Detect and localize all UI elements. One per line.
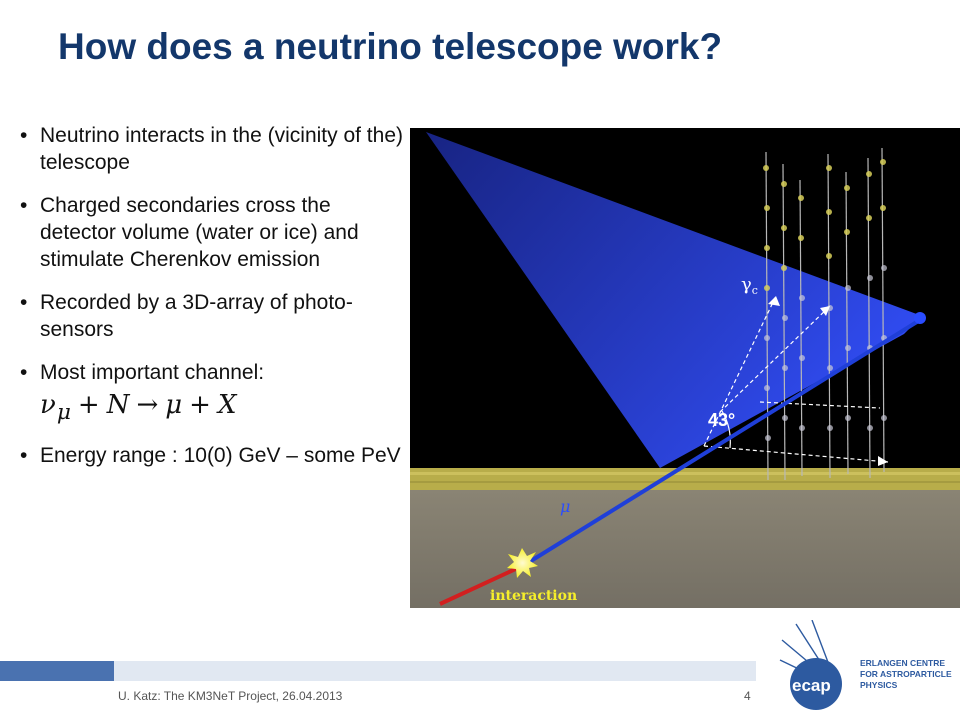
interaction-label: interaction [490, 588, 577, 604]
bullet-item: Recorded by a 3D-array of photo-sensors [20, 289, 405, 343]
formula-plus: + [189, 390, 212, 420]
optical-module [798, 235, 804, 241]
logo-line: PHYSICS [860, 680, 898, 690]
footer-bar [114, 661, 756, 681]
optical-module [827, 425, 833, 431]
optical-module [866, 171, 872, 177]
arrowhead-icon [878, 456, 888, 466]
optical-module [798, 195, 804, 201]
bullet-item-label: Most important channel: [40, 361, 265, 384]
optical-module [782, 315, 788, 321]
detector-string [827, 153, 831, 479]
muon-track [524, 318, 922, 566]
optical-module [763, 165, 769, 171]
angle-construction [703, 295, 889, 463]
muon-track-end [914, 312, 926, 324]
optical-module [845, 285, 851, 291]
logo-line: ERLANGEN CENTRE [860, 658, 945, 668]
gamma-subscript: c [752, 284, 758, 297]
angle-label: 43° [708, 410, 735, 430]
arrowhead-icon [820, 306, 830, 316]
optical-module [782, 415, 788, 421]
logo-globe [790, 658, 842, 710]
sediment-texture [410, 472, 960, 475]
ecap-logo: ecap ERLANGEN CENTRE FOR ASTROPARTICLE P… [776, 619, 956, 714]
cherenkov-cone [426, 132, 922, 468]
cherenkov-photon-label: γc [741, 274, 758, 297]
optical-module [764, 385, 770, 391]
sediment-layer [410, 468, 960, 490]
slide-title: How does a neutrino telescope work? [58, 26, 723, 67]
optical-module [826, 165, 832, 171]
optical-module [781, 225, 787, 231]
optical-module [826, 253, 832, 259]
optical-module [782, 365, 788, 371]
footer-citation: U. Katz: The KM3NeT Project, 26.04.2013 [118, 689, 343, 703]
detector-string [867, 157, 871, 479]
formula-arrow: → [136, 390, 160, 420]
dashed-guide-line [759, 401, 881, 409]
track-direction-line [703, 445, 889, 463]
optical-module [764, 285, 770, 291]
formula-plus: + [77, 390, 101, 420]
optical-module [799, 425, 805, 431]
optical-module [799, 295, 805, 301]
optical-module [866, 215, 872, 221]
detector-illustration: 43° γc μ interaction [410, 128, 960, 608]
optical-module [844, 185, 850, 191]
footer-accent-bar [0, 661, 114, 681]
formula-x: X [217, 390, 238, 420]
interaction-flash-icon [507, 548, 538, 578]
bullet-item: Charged secondaries cross the detector v… [20, 192, 405, 273]
optical-module [799, 355, 805, 361]
optical-module [764, 205, 770, 211]
gamma-label: γ [741, 274, 752, 295]
optical-module [826, 209, 832, 215]
angle-arc [721, 410, 731, 449]
bullet-item-channel: Most important channel: νμ+N→μ+X [20, 359, 405, 426]
detector-string [782, 163, 786, 481]
bullet-item: Neutrino interacts in the (vicinity of t… [20, 122, 405, 176]
optical-module [827, 365, 833, 371]
optical-module [781, 265, 787, 271]
dashed-guide-line [719, 305, 831, 413]
logo-wordmark: ecap [792, 676, 831, 695]
sediment-texture [410, 481, 960, 483]
formula-nu-subscript: μ [56, 400, 72, 426]
muon-label: μ [560, 497, 570, 516]
formula-n: N [106, 390, 131, 420]
optical-module [845, 415, 851, 421]
bullet-item: Energy range : 10(0) GeV – some PeV [20, 442, 405, 469]
optical-module [764, 335, 770, 341]
optical-module [867, 425, 873, 431]
optical-module [880, 205, 886, 211]
page-number: 4 [744, 689, 751, 703]
formula-nu: ν [40, 390, 57, 420]
optical-module [881, 265, 887, 271]
optical-module [880, 159, 886, 165]
arrowhead-icon [768, 296, 780, 306]
optical-module [764, 245, 770, 251]
optical-module [845, 345, 851, 351]
reaction-formula: νμ+N→μ+X [40, 392, 405, 426]
optical-module [844, 229, 850, 235]
optical-module [867, 275, 873, 281]
detector-string [845, 171, 849, 475]
logo-line: FOR ASTROPARTICLE [860, 669, 952, 679]
optical-modules [763, 159, 886, 291]
optical-module [781, 181, 787, 187]
formula-mu: μ [165, 390, 184, 420]
bullet-list: Neutrino interacts in the (vicinity of t… [20, 122, 405, 485]
optical-module [765, 435, 771, 441]
optical-module [881, 415, 887, 421]
neutrino-track [439, 564, 523, 606]
seabed [410, 490, 960, 608]
